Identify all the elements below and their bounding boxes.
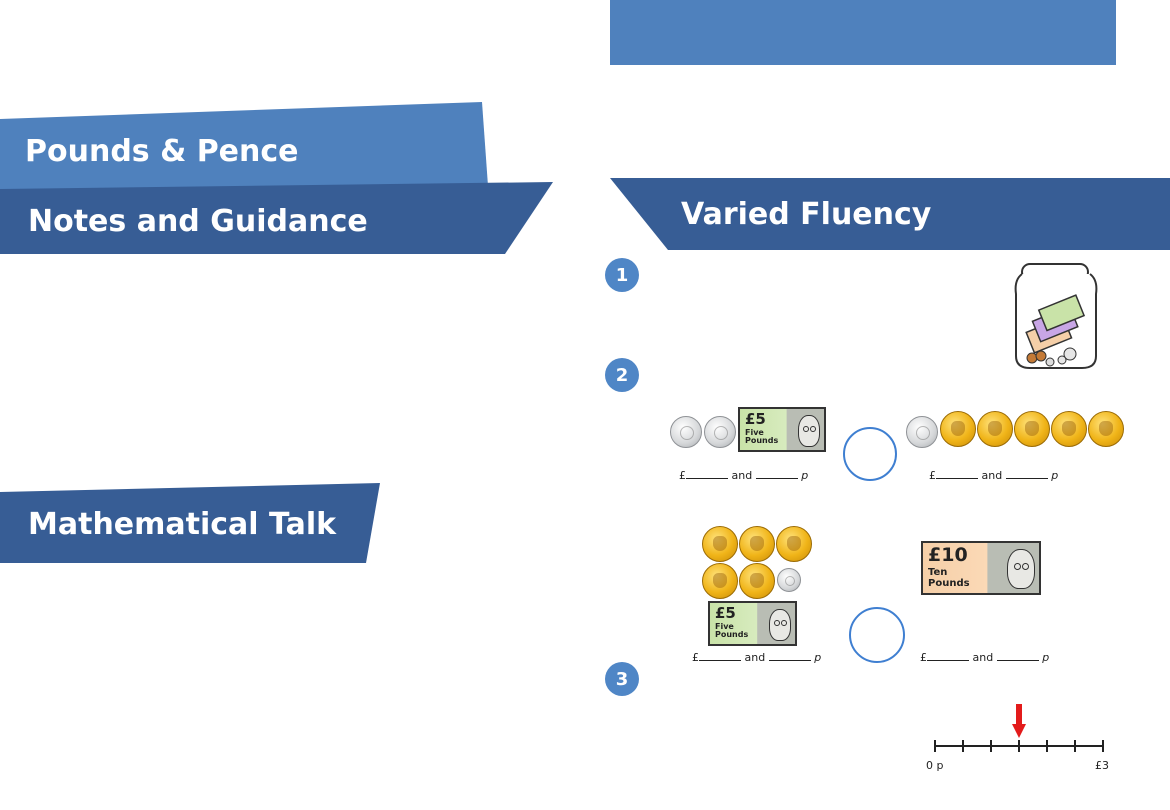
- answer-blank[interactable]: [1005, 469, 1048, 479]
- comparison-circle[interactable]: [849, 607, 905, 663]
- number-line-tick: [990, 740, 992, 752]
- answer-blank[interactable]: [768, 651, 811, 661]
- and-label: and: [981, 469, 1003, 482]
- number-line-end-label: £3: [1095, 759, 1109, 772]
- and-label: and: [972, 651, 994, 664]
- comparison-circle[interactable]: [843, 427, 897, 481]
- note-words: Ten Pounds: [928, 567, 970, 589]
- coin-gold: [739, 563, 775, 599]
- coin-gold: [1014, 411, 1050, 447]
- queen-portrait-icon: [769, 609, 791, 641]
- red-arrow-icon: [1012, 704, 1026, 738]
- note-amount: £10: [928, 544, 968, 566]
- question-number-3: 3: [605, 662, 639, 696]
- varied-fluency-banner: [610, 178, 1170, 250]
- coin-gold: [776, 526, 812, 562]
- notes-banner-shape: [0, 182, 553, 254]
- varied-banner-shape: [610, 178, 1170, 250]
- question-number-2: 2: [605, 358, 639, 392]
- pence-sign: p: [801, 469, 809, 482]
- number-line-tick: [1046, 740, 1048, 752]
- coin-gold: [702, 563, 738, 599]
- varied-fluency-heading: Varied Fluency: [681, 197, 932, 232]
- answer-line: £ and p: [679, 469, 808, 482]
- number-line-tick: [1018, 740, 1020, 752]
- coin-gold: [702, 526, 738, 562]
- queen-portrait-icon: [798, 415, 820, 447]
- five-pound-note: £5 Five Pounds: [708, 601, 797, 646]
- five-pound-note: £5 Five Pounds: [738, 407, 826, 452]
- maths-talk-heading: Mathematical Talk: [28, 507, 337, 542]
- pence-sign: p: [1051, 469, 1059, 482]
- pound-sign: £: [920, 651, 927, 664]
- number-line-tick: [1074, 740, 1076, 752]
- answer-line: £ and p: [920, 651, 1049, 664]
- coin-gold: [739, 526, 775, 562]
- ten-pound-note: £10 Ten Pounds: [921, 541, 1041, 595]
- and-label: and: [731, 469, 753, 482]
- money-jar-image: [1014, 263, 1098, 369]
- note-amount: £5: [745, 410, 766, 428]
- title-banner-shape: [0, 102, 489, 200]
- left-banners: [0, 102, 553, 254]
- answer-line: £ and p: [929, 469, 1058, 482]
- maths-talk-banner-shape: [0, 483, 380, 563]
- answer-blank[interactable]: [936, 469, 978, 479]
- note-words: Five Pounds: [715, 622, 749, 640]
- coin-silver: [906, 416, 938, 448]
- question-number-1: 1: [605, 258, 639, 292]
- coin-silver: [670, 416, 702, 448]
- pound-sign: £: [679, 469, 686, 482]
- number-line-tick: [934, 740, 936, 752]
- number-line-start-label: 0 p: [926, 759, 944, 772]
- notes-heading: Notes and Guidance: [28, 204, 368, 239]
- queen-portrait-icon: [1007, 549, 1035, 589]
- header-bar: [610, 0, 1116, 65]
- pence-sign: p: [814, 651, 822, 664]
- coin-gold: [940, 411, 976, 447]
- answer-blank[interactable]: [996, 651, 1039, 661]
- note-amount: £5: [715, 604, 736, 622]
- coin-silver: [704, 416, 736, 448]
- pence-sign: p: [1042, 651, 1050, 664]
- page-title: Pounds & Pence: [25, 134, 299, 169]
- answer-blank[interactable]: [699, 651, 741, 661]
- pound-sign: £: [929, 469, 936, 482]
- number-line-tick: [962, 740, 964, 752]
- maths-talk-banner: [0, 483, 380, 563]
- pound-sign: £: [692, 651, 699, 664]
- number-line-tick: [1102, 740, 1104, 752]
- answer-line: £ and p: [692, 651, 821, 664]
- number-line: 0 p £3: [926, 700, 1109, 780]
- answer-blank[interactable]: [686, 469, 728, 479]
- answer-blank[interactable]: [927, 651, 969, 661]
- answer-blank[interactable]: [755, 469, 798, 479]
- coin-gold: [1051, 411, 1087, 447]
- note-words: Five Pounds: [745, 428, 779, 446]
- coin-silver: [777, 568, 801, 592]
- coin-gold: [1088, 411, 1124, 447]
- and-label: and: [744, 651, 766, 664]
- coin-gold: [977, 411, 1013, 447]
